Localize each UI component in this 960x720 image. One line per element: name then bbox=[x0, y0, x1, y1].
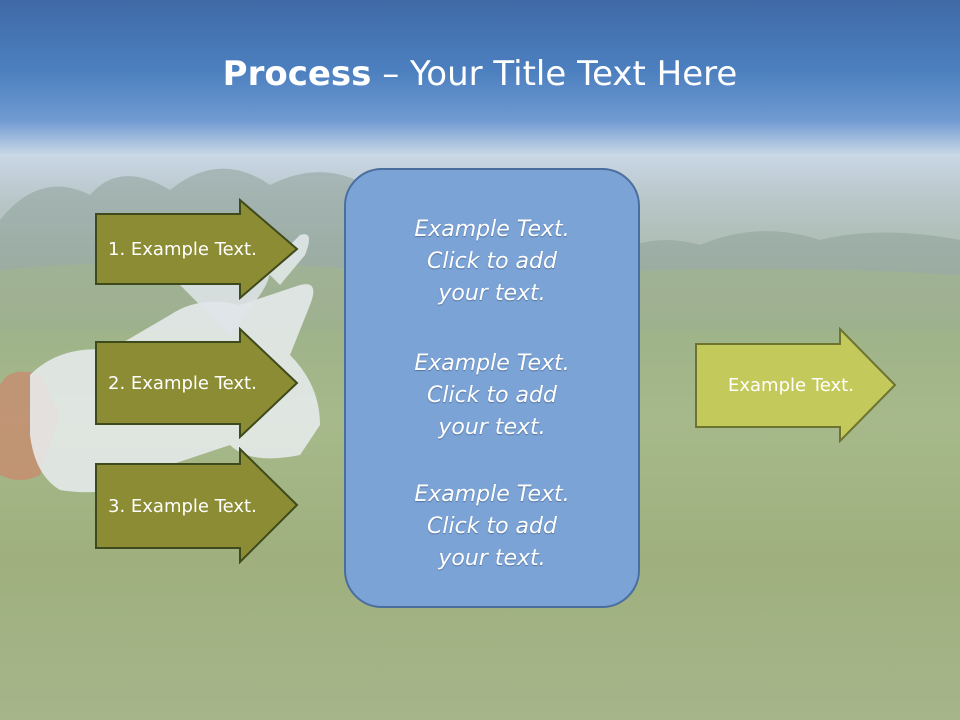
center-line: your text. bbox=[438, 415, 546, 440]
center-line: Click to add bbox=[427, 249, 557, 274]
output-label: Example Text. bbox=[728, 374, 854, 396]
step-label: 2. Example Text. bbox=[108, 372, 257, 394]
step-arrow-1: 1. Example Text. bbox=[94, 198, 300, 300]
step-arrow-2: 2. Example Text. bbox=[94, 327, 300, 439]
center-line: your text. bbox=[438, 281, 546, 306]
center-line: Example Text. bbox=[414, 351, 570, 376]
step-label: 3. Example Text. bbox=[108, 495, 257, 517]
center-text-item-1: Example Text. Click to add your text. bbox=[346, 214, 638, 310]
center-line: your text. bbox=[438, 546, 546, 571]
center-text-item-3: Example Text. Click to add your text. bbox=[346, 479, 638, 575]
slide-title: Process – Your Title Text Here bbox=[0, 52, 960, 96]
center-line: Example Text. bbox=[414, 217, 570, 242]
center-line: Click to add bbox=[427, 383, 557, 408]
title-rest: Your Title Text Here bbox=[410, 54, 738, 94]
center-text-item-2: Example Text. Click to add your text. bbox=[346, 348, 638, 444]
title-separator: – bbox=[371, 54, 411, 94]
output-arrow: Example Text. bbox=[694, 327, 898, 443]
step-arrow-3: 3. Example Text. bbox=[94, 447, 300, 565]
center-text-box[interactable]: Example Text. Click to add your text. Ex… bbox=[344, 168, 640, 608]
center-line: Example Text. bbox=[414, 482, 570, 507]
step-label: 1. Example Text. bbox=[108, 238, 257, 260]
title-bold: Process bbox=[222, 54, 372, 94]
center-line: Click to add bbox=[427, 514, 557, 539]
